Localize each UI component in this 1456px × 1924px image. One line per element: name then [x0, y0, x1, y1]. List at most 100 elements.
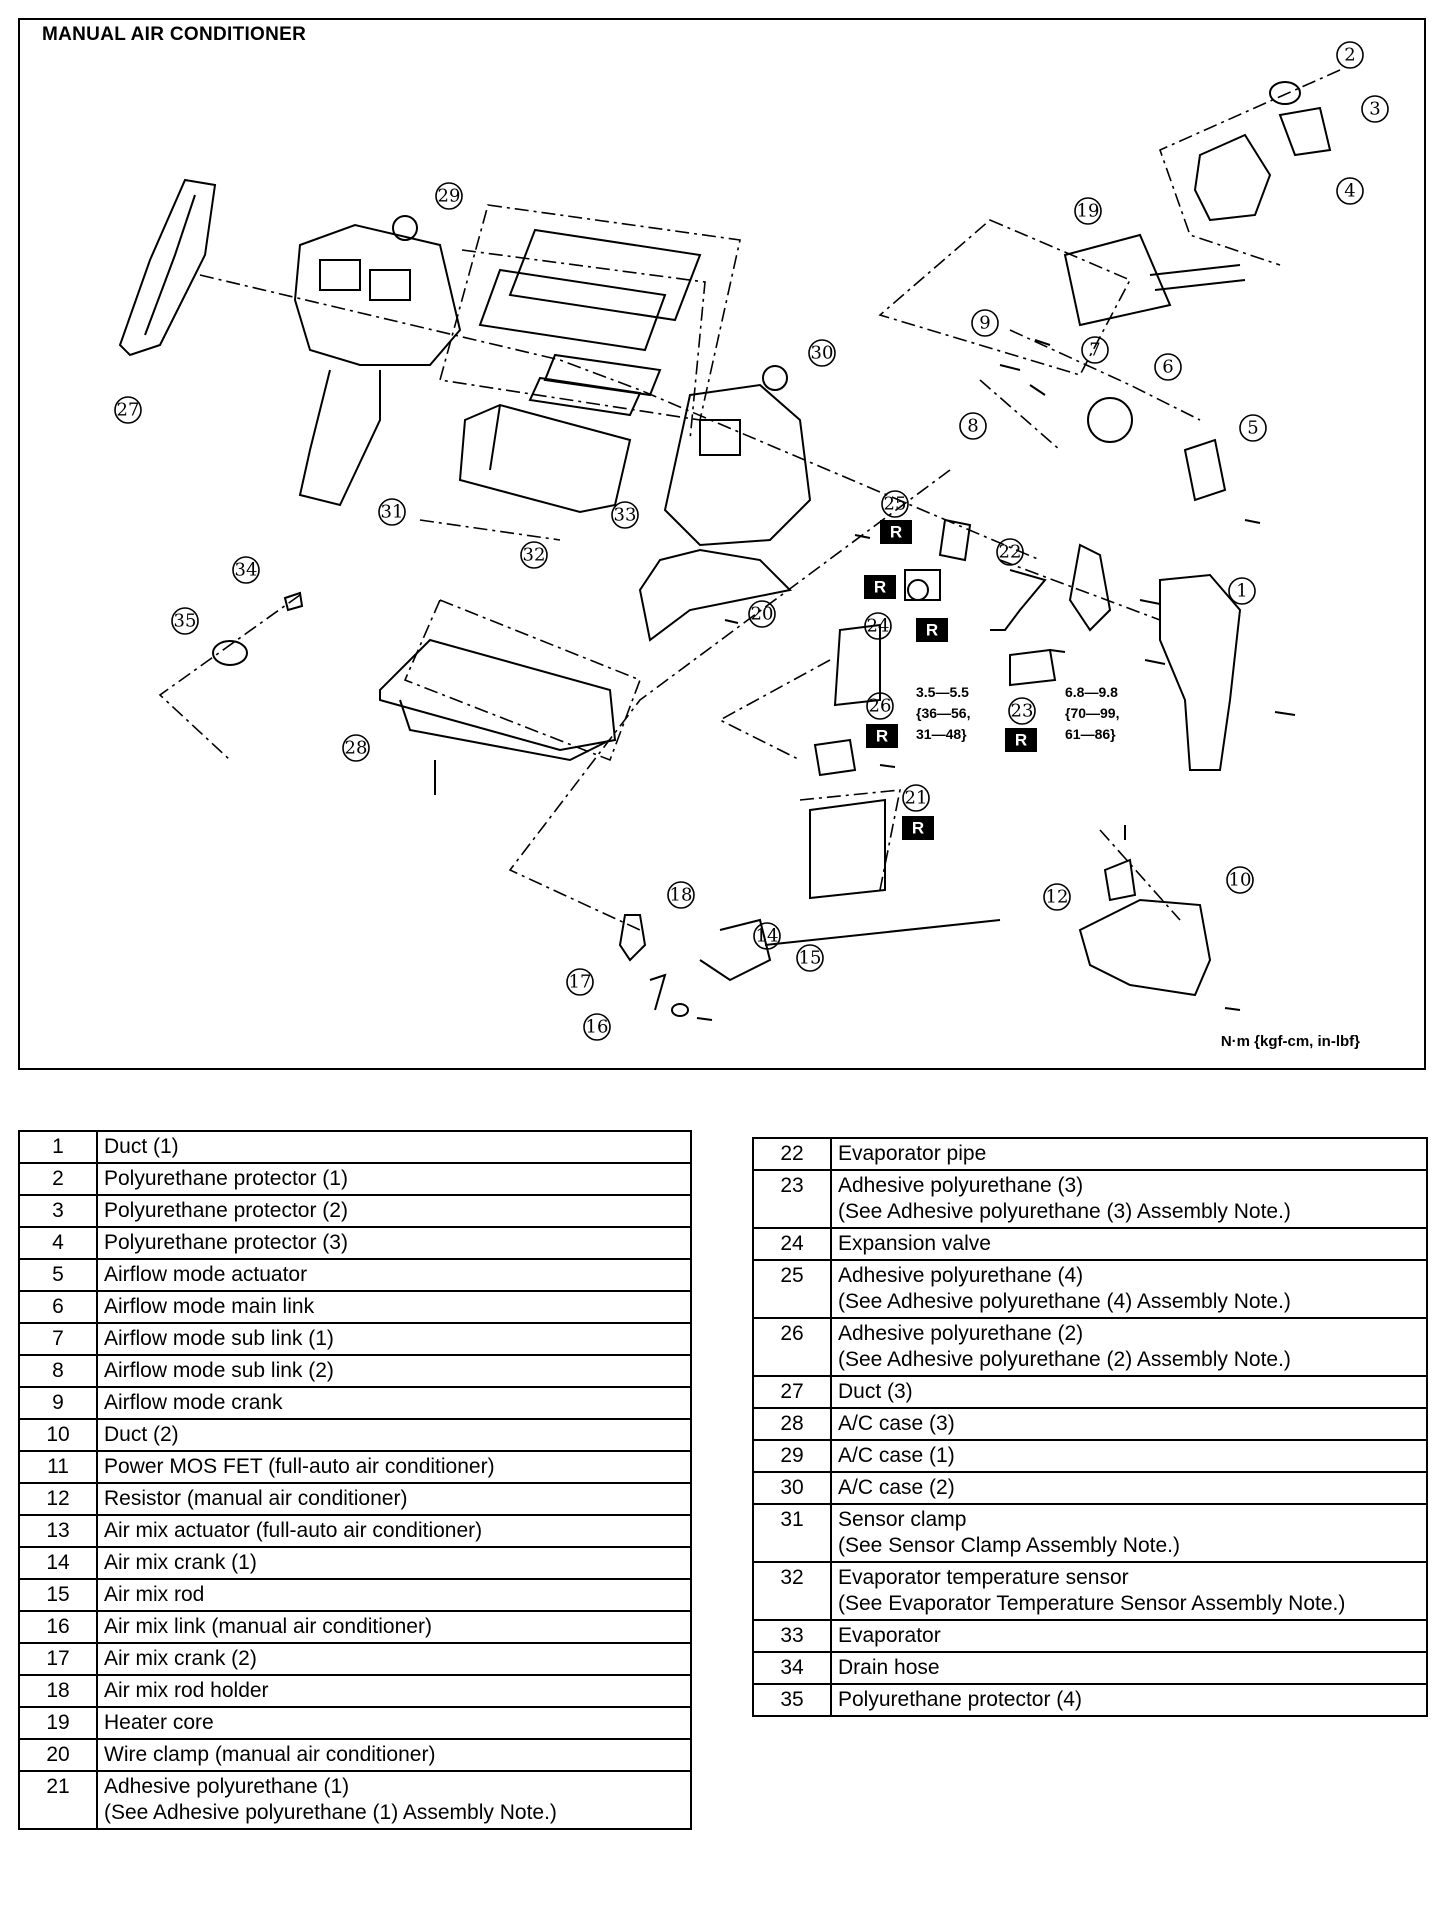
part-number: 24	[752, 1227, 832, 1261]
table-row: 10 Duct (2)	[18, 1418, 692, 1452]
part-name-cell: Heater core	[96, 1706, 692, 1740]
part-name-cell: Power MOS FET (full-auto air conditioner…	[96, 1450, 692, 1484]
part-number: 10	[18, 1418, 98, 1452]
part-number: 16	[18, 1610, 98, 1644]
part-name: A/C case (3)	[838, 1412, 955, 1435]
adhesive-pads	[809, 518, 1057, 900]
airflow-mode-parts	[999, 339, 1227, 502]
callout-33: 33	[614, 505, 637, 526]
replace-mark-26: R	[876, 727, 888, 746]
part-number: 5	[18, 1258, 98, 1292]
callout-18: 18	[670, 885, 693, 906]
part-name: Duct (1)	[104, 1135, 179, 1158]
drain-hose-shape	[212, 591, 304, 666]
part-name: Airflow mode crank	[104, 1391, 283, 1414]
part-name: Sensor clamp	[838, 1508, 967, 1531]
part-name-cell: Drain hose	[830, 1651, 1428, 1685]
duct-2-shape	[1078, 858, 1212, 997]
replace-mark-24a: R	[874, 578, 886, 597]
torque-a-line-3: 31—48}	[916, 726, 967, 742]
part-number: 6	[18, 1290, 98, 1324]
part-name: Air mix rod	[104, 1583, 205, 1606]
filter-panels	[478, 228, 702, 417]
exploded-view-drawing: 1 2 3 4 5 6 7 8 9 10 12 14 15 16 17 18 1…	[114, 41, 1389, 1041]
part-name-cell: A/C case (3)	[830, 1407, 1428, 1441]
part-number: 9	[18, 1386, 98, 1420]
evaporator-pipe-shape	[904, 569, 1047, 631]
callout-3: 3	[1369, 99, 1380, 120]
callout-21: 21	[905, 788, 928, 809]
part-number: 22	[752, 1137, 832, 1171]
part-number: 34	[752, 1651, 832, 1685]
part-name: Evaporator pipe	[838, 1142, 987, 1165]
part-name: Polyurethane protector (1)	[104, 1167, 348, 1190]
callout-16: 16	[586, 1017, 609, 1038]
table-row: 27 Duct (3)	[752, 1375, 1428, 1409]
callout-circles	[114, 41, 1389, 1041]
part-name: Duct (3)	[838, 1380, 913, 1403]
part-number: 8	[18, 1354, 98, 1388]
callout-19: 19	[1077, 201, 1100, 222]
part-name-cell: Evaporator	[830, 1619, 1428, 1653]
callout-6: 6	[1162, 357, 1173, 378]
callout-5: 5	[1247, 418, 1258, 439]
ac-case-1-shape	[293, 215, 462, 507]
part-name: Wire clamp (manual air conditioner)	[104, 1743, 436, 1766]
part-name: Drain hose	[838, 1656, 940, 1679]
part-number: 31	[752, 1503, 832, 1563]
callout-31: 31	[381, 502, 404, 523]
part-note: (See Evaporator Temperature Sensor Assem…	[838, 1592, 1346, 1615]
part-number: 13	[18, 1514, 98, 1548]
callout-17: 17	[569, 972, 592, 993]
part-name-cell: Polyurethane protector (3)	[96, 1226, 692, 1260]
callout-34: 34	[235, 560, 258, 581]
part-note: (See Adhesive polyurethane (3) Assembly …	[838, 1200, 1291, 1223]
part-name: Heater core	[104, 1711, 214, 1734]
part-number: 2	[18, 1162, 98, 1196]
part-name-cell: Polyurethane protector (2)	[96, 1194, 692, 1228]
part-name-cell: Expansion valve	[830, 1227, 1428, 1261]
callout-1: 1	[1236, 581, 1247, 602]
part-name: Evaporator temperature sensor	[838, 1566, 1129, 1589]
part-name-cell: Polyurethane protector (1)	[96, 1162, 692, 1196]
callout-numbers: 1 2 3 4 5 6 7 8 9 10 12 14 15 16 17 18 1…	[117, 45, 1381, 1038]
part-name: Air mix actuator (full-auto air conditio…	[104, 1519, 483, 1542]
part-name-cell: Duct (3)	[830, 1375, 1428, 1409]
part-number: 17	[18, 1642, 98, 1676]
callout-25: 25	[884, 494, 907, 515]
part-name-cell: Airflow mode main link	[96, 1290, 692, 1324]
replace-mark-23: R	[1015, 731, 1027, 750]
part-name: Adhesive polyurethane (3)	[838, 1174, 1084, 1197]
callout-27: 27	[117, 400, 140, 421]
table-row: 34 Drain hose	[752, 1651, 1428, 1685]
part-name: Adhesive polyurethane (4)	[838, 1264, 1084, 1287]
part-name: Airflow mode sub link (2)	[104, 1359, 334, 1382]
part-number: 7	[18, 1322, 98, 1356]
part-number: 26	[752, 1317, 832, 1377]
torque-a-line-2: {36—56,	[916, 705, 970, 721]
part-name: Duct (2)	[104, 1423, 179, 1446]
part-name-cell: Airflow mode crank	[96, 1386, 692, 1420]
part-name: Power MOS FET (full-auto air conditioner…	[104, 1455, 495, 1478]
part-number: 27	[752, 1375, 832, 1409]
part-name-cell: Resistor (manual air conditioner)	[96, 1482, 692, 1516]
callout-23: 23	[1011, 701, 1034, 722]
torque-specs: 3.5—5.5 {36—56, 31—48} 6.8—9.8 {70—99, 6…	[916, 684, 1119, 742]
